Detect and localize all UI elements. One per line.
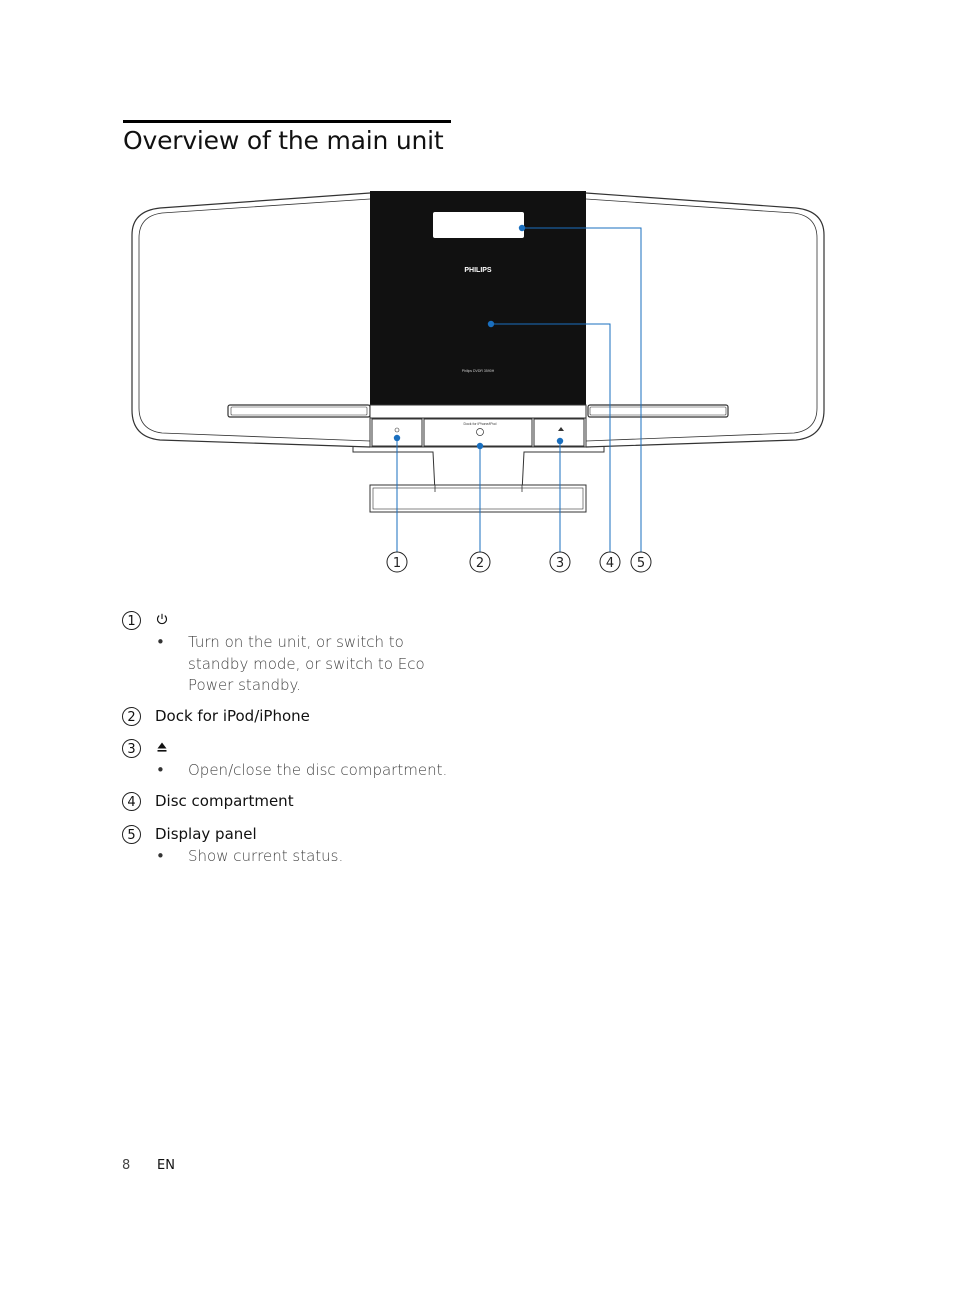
dock-label-text: Dock for iPhone/iPod (464, 422, 497, 426)
item-number: 4 (122, 792, 141, 811)
title-rule (123, 120, 451, 123)
callout-4: 4 (606, 556, 614, 571)
callout-numbers: 1 2 3 4 5 (386, 551, 652, 573)
right-speaker (585, 192, 825, 448)
brand-logo: PHILIPS (464, 267, 492, 274)
bullet-dot: • (156, 761, 165, 779)
callout-3: 3 (556, 556, 564, 571)
item-number: 5 (122, 825, 141, 844)
page-title: Overview of the main unit (123, 126, 444, 155)
eject-icon (157, 742, 167, 752)
callout-dots (393, 224, 564, 450)
item-number: 1 (122, 611, 141, 630)
power-icon (156, 613, 168, 625)
item-label: Disc compartment (155, 792, 294, 810)
callout-1: 1 (393, 556, 401, 571)
left-speaker (131, 192, 371, 448)
control-strip (369, 404, 587, 448)
item-number: 2 (122, 707, 141, 726)
item-number: 3 (122, 739, 141, 758)
callout-2: 2 (476, 556, 484, 571)
language-code: EN (157, 1158, 175, 1173)
model-text: Philips DVDR 3590H (462, 369, 495, 373)
bullet-text: Open/close the disc compartment. (188, 761, 448, 779)
item-label: Dock for iPod/iPhone (155, 707, 310, 725)
callout-5: 5 (637, 556, 645, 571)
bullet-dot: • (156, 633, 165, 651)
page-number: 8 (122, 1158, 131, 1173)
display-panel (433, 212, 524, 238)
main-unit-diagram: PHILIPS Philips DVDR 3590H Dock for iPho… (131, 191, 825, 573)
bullet-text: Turn on the unit, or switch to standby m… (188, 633, 425, 694)
stand (352, 447, 605, 513)
bullet-text: Show current status. (188, 847, 344, 865)
item-label: Display panel (155, 825, 257, 843)
bullet-dot: • (156, 847, 165, 865)
callout-lines (396, 227, 642, 552)
